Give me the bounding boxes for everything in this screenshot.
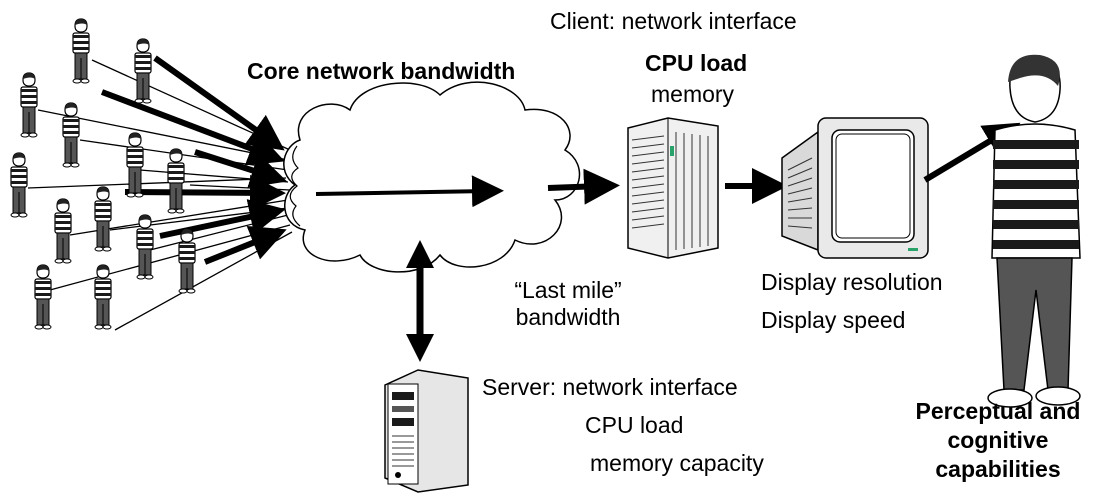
person-icon (126, 132, 144, 198)
person-icon (94, 264, 112, 330)
last-mile-line1: “Last mile” (514, 277, 622, 303)
client-memory-label: memory (651, 81, 735, 107)
person-icon (54, 198, 72, 264)
server-memory-label: memory capacity (590, 450, 764, 476)
person-icon (62, 102, 80, 168)
client-interface-label: Client: network interface (550, 8, 797, 34)
perceptual-label: Perceptual and cognitive capabilities (888, 397, 1108, 484)
server-rack-icon (384, 369, 469, 493)
person-icon (167, 148, 185, 214)
person-icon (72, 18, 90, 84)
person-icon (34, 264, 52, 330)
server-link-arrow (406, 240, 434, 362)
person-icon (136, 214, 154, 280)
last-mile-label: “Last mile” bandwidth (493, 277, 643, 331)
last-mile-line2: bandwidth (515, 304, 621, 330)
display-resolution-label: Display resolution (761, 269, 943, 295)
person-icon (134, 38, 152, 104)
monitor-icon (781, 117, 929, 259)
monitor-to-viewer-arrow (923, 122, 1021, 183)
user-arrows (100, 55, 288, 265)
lastmile-to-client-arrow (547, 168, 620, 205)
person-icon (178, 228, 196, 294)
perceptual-line2: cognitive (947, 427, 1049, 453)
perceptual-line3: capabilities (935, 456, 1061, 482)
client-cpu-label: CPU load (645, 50, 748, 76)
person-icon (20, 72, 38, 138)
person-icon (10, 152, 28, 218)
cloud-icon (283, 81, 581, 273)
core-network-label: Core network bandwidth (247, 58, 516, 84)
cloud-edge (289, 145, 301, 227)
person-icon (94, 186, 112, 252)
core-to-lastmile-arrow (315, 175, 504, 208)
person-icon (987, 54, 1081, 408)
perceptual-line1: Perceptual and (915, 398, 1081, 424)
server-cpu-label: CPU load (585, 412, 684, 438)
server-interface-label: Server: network interface (482, 374, 738, 400)
display-speed-label: Display speed (761, 307, 906, 333)
server-tower-icon (627, 117, 719, 259)
